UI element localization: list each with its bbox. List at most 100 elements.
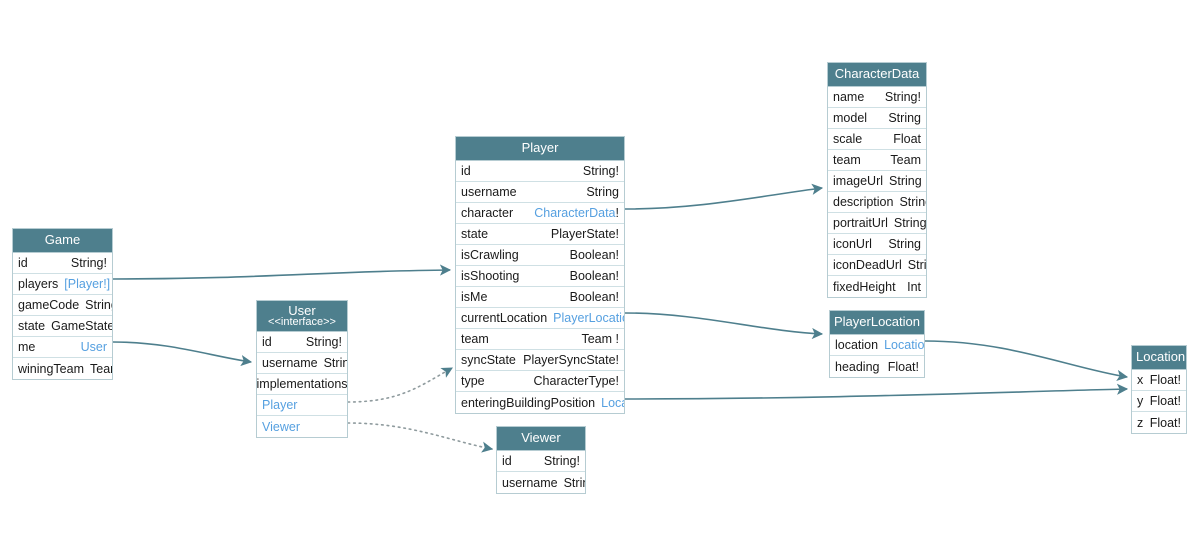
field-row[interactable]: imageUrl String xyxy=(828,171,926,192)
field-name: isShooting xyxy=(461,269,520,283)
field-row[interactable]: username String xyxy=(257,353,347,374)
field-name: username xyxy=(262,356,318,370)
field-type[interactable]: PlayerLocation! xyxy=(553,308,624,328)
entity-player[interactable]: Player id String! username String charac… xyxy=(455,136,625,414)
field-type: String xyxy=(889,174,922,188)
field-row[interactable]: id String! xyxy=(497,451,585,472)
field-row[interactable]: id String! xyxy=(456,161,624,182)
field-row[interactable]: id String! xyxy=(257,332,347,353)
field-name: id xyxy=(502,454,512,468)
field-row[interactable]: x Float! xyxy=(1132,370,1186,391)
field-row[interactable]: me User xyxy=(13,337,112,358)
field-row[interactable]: isCrawling Boolean! xyxy=(456,245,624,266)
field-name: heading xyxy=(835,359,880,374)
edge-player-enteringbuildingposition-to-location xyxy=(624,383,1129,400)
field-row[interactable]: team Team xyxy=(828,150,926,171)
field-type: String! xyxy=(582,164,619,178)
field-row[interactable]: state PlayerState! xyxy=(456,224,624,245)
field-row[interactable]: z Float! xyxy=(1132,412,1186,433)
implementations-label-row: implementations xyxy=(257,374,347,395)
field-row[interactable]: model String xyxy=(828,108,926,129)
implementation-row[interactable]: Viewer xyxy=(257,416,347,437)
field-row[interactable]: enteringBuildingPosition Location xyxy=(456,392,624,413)
field-name: portraitUrl xyxy=(833,216,888,230)
field-type: CharacterType! xyxy=(533,374,619,388)
field-type[interactable]: CharacterData! xyxy=(534,203,619,223)
field-type: String xyxy=(907,258,926,272)
field-type: Boolean! xyxy=(569,248,619,262)
field-row[interactable]: iconUrl String xyxy=(828,234,926,255)
field-row[interactable]: isShooting Boolean! xyxy=(456,266,624,287)
edge-user-implements-player xyxy=(347,367,453,403)
edge-game-players-to-player xyxy=(112,264,452,280)
field-name: name xyxy=(833,90,865,104)
field-type[interactable]: [Player!] xyxy=(64,277,111,291)
field-name: description xyxy=(833,195,894,209)
field-row[interactable]: type CharacterType! xyxy=(456,371,624,392)
field-type[interactable]: Location xyxy=(601,395,624,410)
field-type: Team xyxy=(890,153,921,167)
edge-player-currentlocation-to-playerlocation xyxy=(624,312,824,340)
field-type-link[interactable]: Location xyxy=(884,338,924,352)
field-row[interactable]: character CharacterData! xyxy=(456,203,624,224)
field-type: Float! xyxy=(1149,373,1181,387)
field-row[interactable]: iconDeadUrl String xyxy=(828,255,926,276)
field-row[interactable]: username String xyxy=(497,472,585,493)
field-type: Float! xyxy=(887,359,919,374)
field-name: fixedHeight xyxy=(833,279,896,294)
field-row[interactable]: id String! xyxy=(13,253,112,274)
field-row[interactable]: state GameState! xyxy=(13,316,112,337)
field-row[interactable]: portraitUrl String xyxy=(828,213,926,234)
implementation-name[interactable]: Player xyxy=(262,398,298,412)
field-name: y xyxy=(1137,394,1144,408)
field-name: winingTeam xyxy=(18,361,85,376)
field-row[interactable]: scale Float xyxy=(828,129,926,150)
field-type[interactable]: Location! xyxy=(884,335,924,355)
field-row[interactable]: currentLocation PlayerLocation! xyxy=(456,308,624,329)
entity-playerlocation[interactable]: PlayerLocation location Location! headin… xyxy=(829,310,925,378)
entity-location-title: Location xyxy=(1132,346,1186,370)
field-type: PlayerState! xyxy=(550,227,619,241)
field-row[interactable]: gameCode String! xyxy=(13,295,112,316)
field-row[interactable]: location Location! xyxy=(830,335,924,356)
field-name: username xyxy=(461,185,517,199)
field-row[interactable]: y Float! xyxy=(1132,391,1186,412)
field-type[interactable]: User xyxy=(80,340,107,354)
field-row[interactable]: winingTeam Team xyxy=(13,358,112,379)
entity-viewer-title: Viewer xyxy=(497,427,585,451)
entity-viewer[interactable]: Viewer id String! username String xyxy=(496,426,586,494)
field-type-link[interactable]: CharacterData xyxy=(534,206,616,220)
field-row[interactable]: syncState PlayerSyncState! xyxy=(456,350,624,371)
field-row[interactable]: username String xyxy=(456,182,624,203)
field-name: id xyxy=(461,164,471,178)
entity-user[interactable]: User <<interface>> id String! username S… xyxy=(256,300,348,438)
implementations-label: implementations xyxy=(257,377,347,391)
field-type-nonnull: ! xyxy=(615,206,619,220)
field-name: team xyxy=(461,332,489,346)
field-type: Team ! xyxy=(581,332,619,346)
field-type: String xyxy=(888,111,921,125)
field-row[interactable]: heading Float! xyxy=(830,356,924,377)
field-name: state xyxy=(461,227,489,241)
field-type: String xyxy=(323,356,347,370)
field-type: Team xyxy=(90,361,112,376)
entity-characterdata[interactable]: CharacterData name String! model String … xyxy=(827,62,927,298)
implementation-row[interactable]: Player xyxy=(257,395,347,416)
field-type: String xyxy=(888,237,921,251)
field-name: type xyxy=(461,374,485,388)
entity-user-title: User <<interface>> xyxy=(257,301,347,332)
entity-location[interactable]: Location x Float! y Float! z Float! xyxy=(1131,345,1187,434)
implementation-name[interactable]: Viewer xyxy=(262,419,300,434)
entity-characterdata-title: CharacterData xyxy=(828,63,926,87)
field-row[interactable]: name String! xyxy=(828,87,926,108)
field-name: players xyxy=(18,277,59,291)
field-row[interactable]: isMe Boolean! xyxy=(456,287,624,308)
entity-game[interactable]: Game id String! players [Player!] gameCo… xyxy=(12,228,113,380)
field-row[interactable]: team Team ! xyxy=(456,329,624,350)
field-row[interactable]: fixedHeight Int xyxy=(828,276,926,297)
field-row[interactable]: description String xyxy=(828,192,926,213)
field-name: iconUrl xyxy=(833,237,872,251)
field-type-link[interactable]: PlayerLocation xyxy=(553,311,624,325)
field-row[interactable]: players [Player!] xyxy=(13,274,112,295)
